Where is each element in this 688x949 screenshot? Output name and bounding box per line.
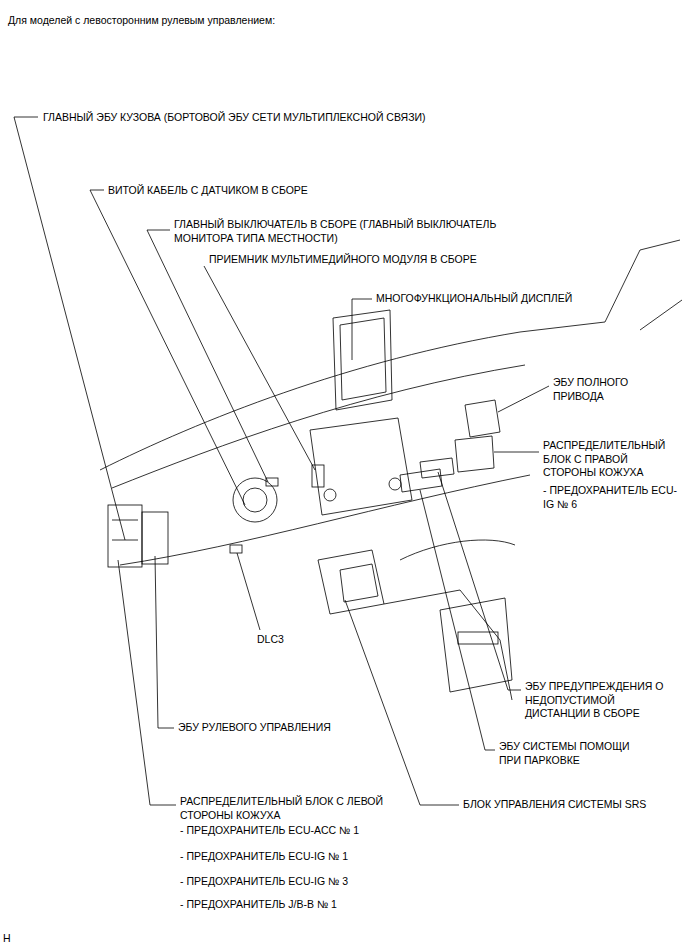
part-label: ЭБУ РУЛЕВОГО УПРАВЛЕНИЯ bbox=[178, 721, 331, 735]
part-label: ЭБУ СИСТЕМЫ ПОМОЩИ ПРИ ПАРКОВКЕ bbox=[499, 740, 649, 767]
a-pillar-edge bbox=[640, 300, 682, 330]
part-label: ПРИЕМНИК МУЛЬТИМЕДИЙНОГО МОДУЛЯ В СБОРЕ bbox=[209, 253, 477, 267]
spiral-cable-inner bbox=[243, 488, 267, 512]
part-label: - ПРЕДОХРАНИТЕЛЬ ECU-IG № 1 bbox=[180, 850, 348, 864]
dash-edge bbox=[112, 365, 525, 488]
leader-line bbox=[14, 117, 125, 540]
display bbox=[333, 310, 392, 410]
part-label: ВИТОЙ КАБЕЛЬ С ДАТЧИКОМ В СБОРЕ bbox=[108, 184, 308, 198]
leader-line bbox=[155, 556, 174, 728]
part-label: ЭБУ ПРЕДУПРЕЖДЕНИЯ О НЕДОПУСТИМОЙ ДИСТАН… bbox=[525, 680, 680, 721]
right-junction-block bbox=[455, 436, 494, 472]
part-label: - ПРЕДОХРАНИТЕЛЬ J/B-B № 1 bbox=[180, 898, 337, 912]
leader-line bbox=[345, 600, 459, 805]
jb-detail bbox=[112, 520, 138, 521]
part-label: МНОГОФУНКЦИОНАЛЬНЫЙ ДИСПЛЕЙ bbox=[376, 292, 572, 306]
heading: Для моделей с левосторонним рулевым упра… bbox=[8, 14, 275, 28]
part-label: - ПРЕДОХРАНИТЕЛЬ ECU-IG № 6 bbox=[543, 484, 681, 511]
dash-lower bbox=[120, 475, 530, 565]
part-label: ЭБУ ПОЛНОГО ПРИВОДА bbox=[553, 376, 653, 403]
part-label: DLC3 bbox=[257, 633, 284, 647]
spiral-cable bbox=[233, 478, 277, 522]
display-screen bbox=[340, 318, 386, 400]
leader-line bbox=[118, 560, 176, 805]
part-label: РАСПРЕДЕЛИТЕЛЬНЫЙ БЛОК С ПРАВОЙ СТОРОНЫ … bbox=[543, 439, 681, 480]
console-side bbox=[384, 590, 512, 700]
seat bbox=[400, 540, 515, 560]
part-label: БЛОК УПРАВЛЕНИЯ СИСТЕМЫ SRS bbox=[463, 798, 646, 812]
leader-line bbox=[204, 266, 315, 470]
left-junction-block bbox=[108, 505, 142, 567]
leader-line bbox=[438, 472, 521, 690]
floor-console bbox=[318, 550, 384, 614]
console-tray bbox=[340, 564, 378, 602]
part-label: H bbox=[3, 932, 11, 946]
part-label: - ПРЕДОХРАНИТЕЛЬ ECU-IG № 3 bbox=[180, 875, 348, 889]
part-label: РАСПРЕДЕЛИТЕЛЬНЫЙ БЛОК С ЛЕВОЙ СТОРОНЫ К… bbox=[180, 795, 415, 822]
part-label: - ПРЕДОХРАНИТЕЛЬ ECU-ACC № 1 bbox=[180, 824, 359, 838]
knob bbox=[389, 478, 401, 490]
awd-ecu bbox=[465, 400, 500, 437]
leader-line bbox=[494, 452, 539, 453]
leader-line bbox=[420, 490, 495, 750]
leader-line bbox=[352, 299, 372, 360]
dlc3 bbox=[230, 545, 242, 553]
rear-vent bbox=[458, 632, 498, 644]
knob bbox=[324, 489, 336, 501]
leader-line bbox=[147, 230, 268, 482]
distance-ecu bbox=[420, 458, 454, 478]
part-label: ГЛАВНЫЙ ВЫКЛЮЧАТЕЛЬ В СБОРЕ (ГЛАВНЫЙ ВЫК… bbox=[174, 218, 539, 245]
center-stack bbox=[310, 418, 412, 515]
leader-line bbox=[237, 553, 260, 630]
dash-top bbox=[100, 322, 605, 470]
leader-line bbox=[498, 386, 549, 412]
part-label: ГЛАВНЫЙ ЭБУ КУЗОВА (БОРТОВОЙ ЭБУ СЕТИ МУ… bbox=[43, 111, 426, 125]
